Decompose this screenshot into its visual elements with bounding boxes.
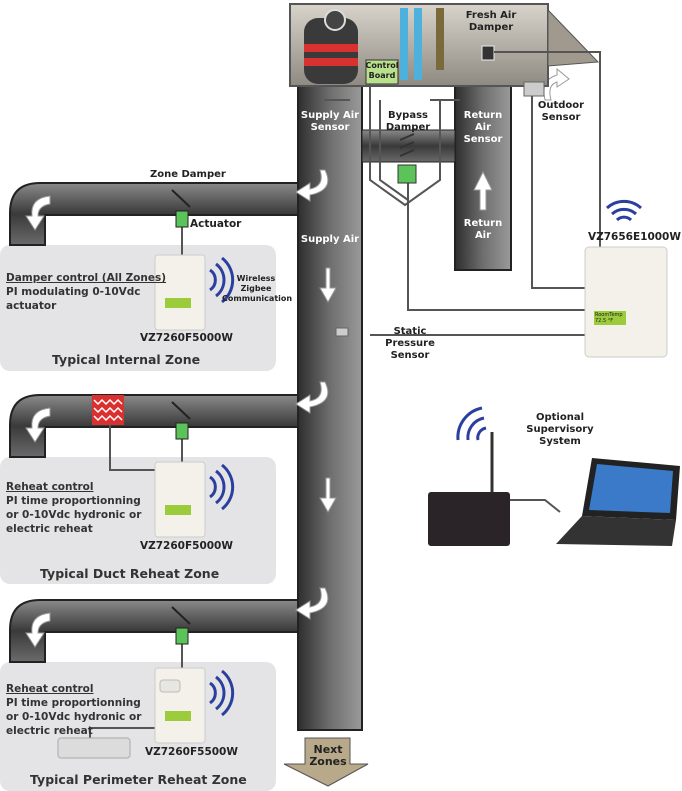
zone3-model: VZ7260F5500W [145, 746, 238, 758]
return-air-sensor-label: Return Air Sensor [463, 110, 503, 145]
zone2-model: VZ7260F5000W [140, 540, 233, 552]
zone-damper-label: Zone Damper [150, 169, 226, 180]
zone-duct-1 [9, 182, 299, 246]
zone-panel-internal [0, 245, 276, 371]
outdoor-sensor-label: Outdoor Sensor [537, 100, 585, 123]
zone3-title: Typical Perimeter Reheat Zone [30, 772, 247, 787]
next-zones-arrow [283, 737, 369, 787]
fresh-air-damper-label: Fresh Air Damper [465, 10, 517, 33]
outdoor-sensor-device [523, 81, 545, 97]
control-wiring [89, 51, 601, 740]
zone2-title: Typical Duct Reheat Zone [40, 566, 220, 581]
bypass-duct [361, 129, 456, 163]
airflow-arrows [25, 67, 570, 648]
zone2-control-heading: Reheat control [6, 481, 94, 493]
wireless-gateway [428, 432, 510, 546]
main-controller-display: RoomTemp 72.5 °F [595, 312, 623, 324]
bypass-damper-label: Bypass Damper [385, 110, 431, 133]
main-controller-model: VZ7656E1000W [588, 231, 681, 243]
zone-thermostats [154, 254, 206, 744]
supply-air-sensor-label: Supply Air Sensor [300, 110, 360, 133]
zone3-control-heading: Reheat control [6, 683, 94, 695]
actuator-label: Actuator [190, 218, 242, 230]
static-pressure-probe [335, 327, 349, 337]
static-pressure-sensor-label: Static Pressure Sensor [385, 326, 435, 361]
zone1-title: Typical Internal Zone [52, 352, 201, 367]
zone-panel-duct-reheat [0, 457, 276, 584]
zone-duct-3 [9, 599, 299, 663]
wireless-zigbee-label: Wireless Zigbee Communication [222, 274, 293, 303]
zone-damper-actuators [171, 189, 191, 645]
baseboard-heater [57, 737, 131, 759]
return-air-label: Return Air [463, 218, 503, 241]
zone1-model: VZ7260F5000W [140, 332, 233, 344]
supervisory-label: Optional Supervisory System [526, 412, 594, 447]
air-handling-unit [289, 3, 600, 87]
zone3-control-text: PI time proportionning or 0-10Vdc hydron… [6, 697, 142, 737]
laptop [556, 458, 680, 546]
main-controller-device [584, 246, 668, 358]
zone-panel-perimeter [0, 662, 276, 791]
wireless-icons [209, 199, 643, 717]
supply-air-label: Supply Air [300, 234, 360, 245]
control-board-label: Control Board [365, 61, 399, 80]
zone1-control-text: PI modulating 0-10Vdc actuator [6, 286, 141, 312]
next-zones-label: Next Zones [309, 743, 347, 768]
zone-duct-2 [9, 394, 299, 458]
zone2-control-text: PI time proportionning or 0-10Vdc hydron… [6, 495, 142, 535]
zone1-control-heading: Damper control (All Zones) [6, 272, 167, 284]
bypass-actuator [397, 164, 417, 184]
